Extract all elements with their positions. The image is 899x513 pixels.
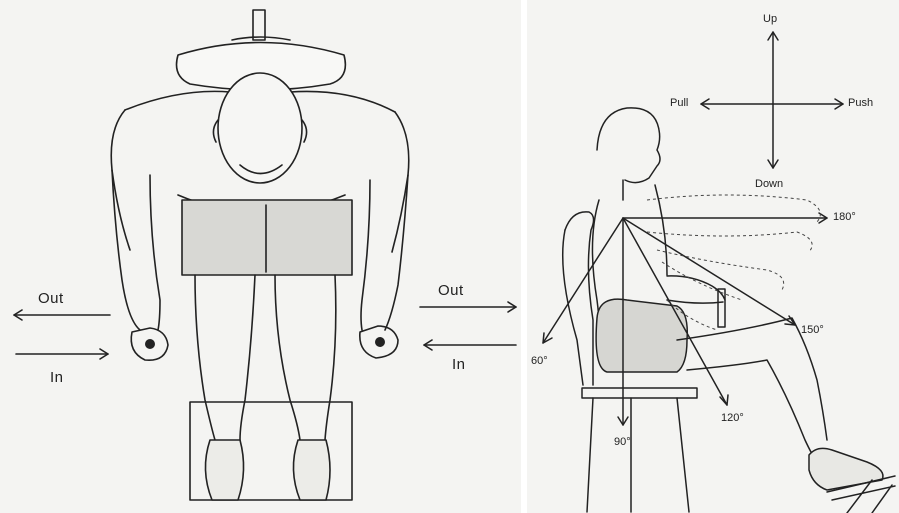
- foot: [809, 448, 883, 490]
- swept-arm-2: [657, 250, 784, 290]
- top-view-drawing: [0, 0, 521, 513]
- angle-180-label: 180°: [833, 212, 856, 223]
- down-label: Down: [755, 179, 783, 190]
- chair-leg-left: [587, 398, 593, 512]
- arm: [667, 276, 725, 300]
- side-view-illustration: Up Down Pull Push 180° 150° 120° 90° 60°: [527, 0, 899, 513]
- seat-shorts: [182, 200, 352, 275]
- left-foot: [205, 440, 243, 500]
- angle-150-label: 150°: [801, 325, 824, 336]
- side-view-drawing: [527, 0, 899, 513]
- angle-120-label: 120°: [721, 413, 744, 424]
- out-left-label: Out: [38, 291, 64, 306]
- pull-label: Pull: [670, 98, 688, 109]
- up-label: Up: [763, 14, 777, 25]
- chair-leg-right: [677, 398, 689, 512]
- angle-90-label: 90°: [614, 437, 631, 448]
- angle-60-label: 60°: [531, 356, 548, 367]
- seat-base: [582, 388, 697, 398]
- in-right-label: In: [452, 357, 466, 372]
- head: [218, 73, 302, 183]
- out-right-label: Out: [438, 283, 464, 298]
- top-view-illustration: Out In Out In: [0, 0, 521, 513]
- thigh: [677, 318, 827, 440]
- headrest-post: [253, 10, 265, 40]
- head: [597, 108, 660, 183]
- push-label: Push: [848, 98, 873, 109]
- right-foot: [293, 440, 330, 500]
- left-leg: [195, 275, 215, 440]
- in-left-label: In: [50, 370, 64, 385]
- right-leg: [275, 275, 300, 440]
